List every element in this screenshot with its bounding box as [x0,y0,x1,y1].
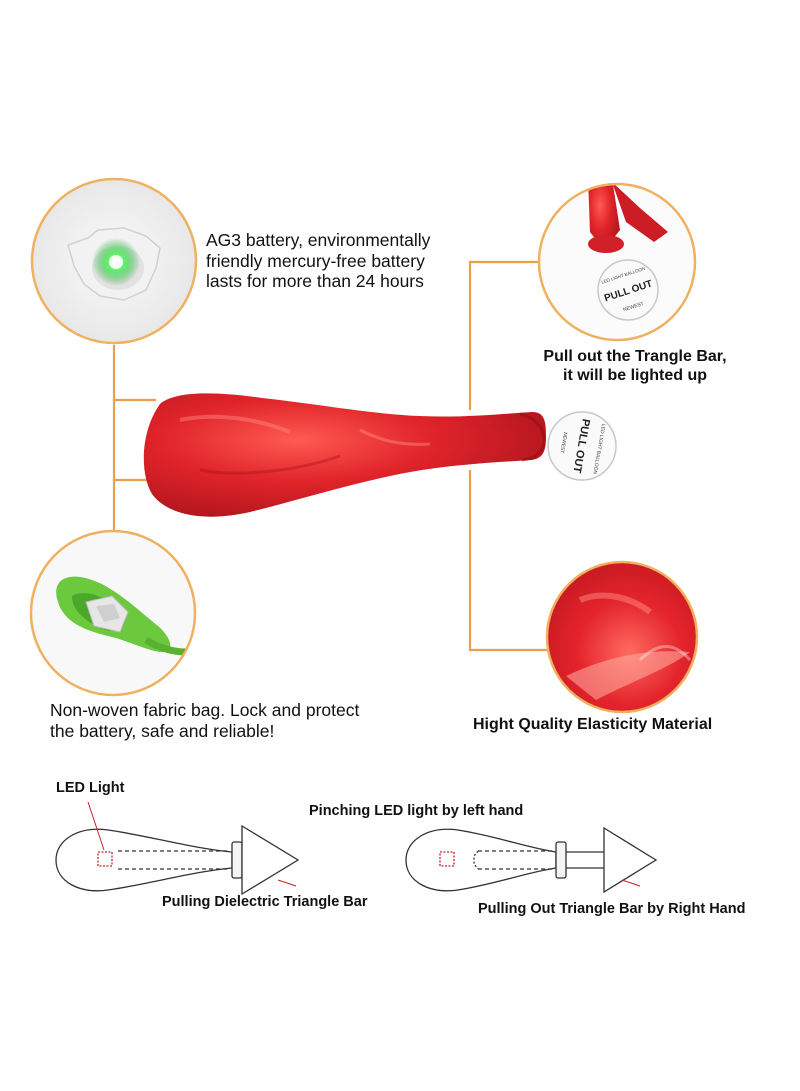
battery-line-2: friendly mercury-free battery [206,250,425,271]
material-callout: Hight Quality Elasticity Material [473,716,713,733]
pull-out-tab [547,411,617,481]
diagram-right [405,826,658,894]
pulling-out-label: Pulling Out Triangle Bar by Right Hand [478,901,746,917]
battery-line-3: lasts for more than 24 hours [206,271,424,292]
pulling-dielectric-label: Pulling Dielectric Triangle Bar [162,894,368,910]
pull-bar-line-1: Pull out the Trangle Bar, [543,348,727,365]
balloon-tab-small-label: NEWEST [558,432,568,454]
pull-bar-callout: Pull out the Trangle Bar, it will be lig… [500,348,770,386]
fabric-bag-line-2: the battery, safe and reliable! [50,720,275,741]
balloon-outline-left [55,828,233,892]
main-balloon: PULL OUT LED LIGHT BALLOON NEWEST [143,393,617,517]
battery-line-1: AG3 battery, environmentally [206,230,431,250]
fabric-bag-line-1: Non-woven fabric bag. Lock and protect [50,700,360,720]
led-light-label: LED Light [56,780,125,796]
battery-callout: AG3 battery, environmentally friendly me… [206,230,430,292]
diagram-left [55,801,300,896]
balloon-outline-right [405,828,557,892]
pinching-label: Pinching LED light by left hand [309,803,524,819]
fabric-bag-photo [29,529,197,697]
connector-lines [112,260,547,652]
fabric-bag-callout: Non-woven fabric bag. Lock and protect t… [50,700,359,741]
pull-bar-line-2: it will be lighted up [563,366,707,384]
pull-tab-photo: PULL OUT LED LIGHT BALLOON NEWEST [537,182,697,342]
material-closeup-photo [545,560,699,714]
led-battery-photo [30,177,198,345]
